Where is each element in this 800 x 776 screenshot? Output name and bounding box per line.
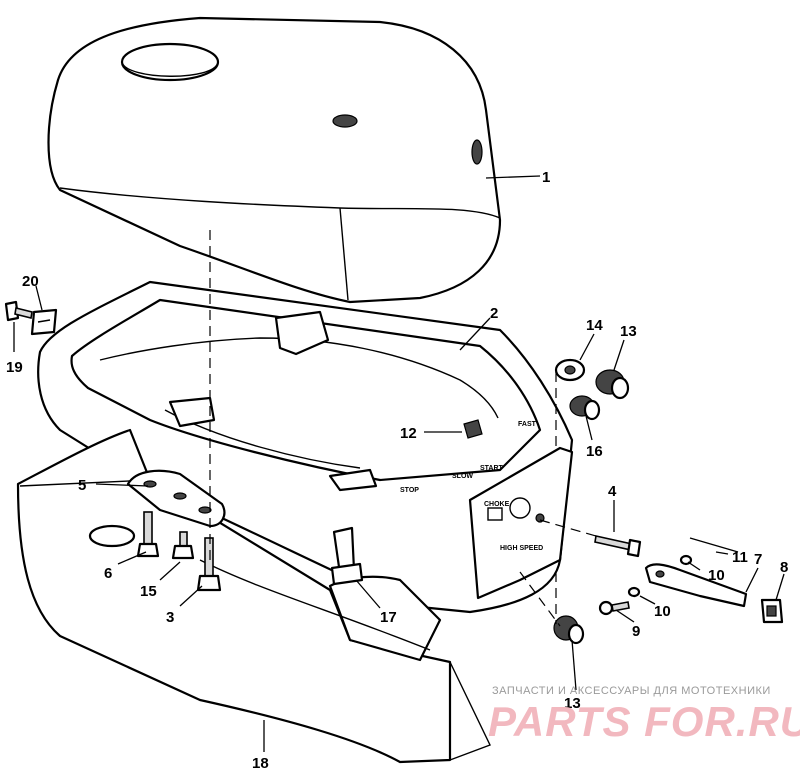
- callout-10-lower: 10: [654, 603, 671, 620]
- lever-7: [644, 563, 748, 608]
- screw-3: [196, 537, 222, 592]
- callout-4: 4: [608, 483, 617, 500]
- callout-13-bottom: 13: [564, 695, 581, 712]
- alignment-line-screw: [539, 519, 597, 537]
- screw-19: [4, 300, 33, 322]
- alignment-line-bottom-knob: [519, 571, 561, 627]
- callout-12: 12: [400, 425, 417, 442]
- pin-11: [689, 537, 739, 553]
- panel-label-start: START: [480, 465, 504, 472]
- callout-3: 3: [166, 609, 174, 626]
- callout-20: 20: [22, 273, 39, 290]
- callout-6: 6: [104, 565, 112, 582]
- callout-13-top: 13: [620, 323, 637, 340]
- clip-8: [760, 598, 784, 624]
- watermark: ЗАПЧАСТИ И АКСЕССУАРЫ ДЛЯ МОТОТЕХНИКИ PA…: [488, 685, 800, 745]
- callout-9: 9: [632, 623, 640, 640]
- knob-13-top: [595, 369, 630, 400]
- callout-8: 8: [780, 559, 788, 576]
- callout-18: 18: [252, 755, 269, 772]
- clip-17: [330, 526, 364, 586]
- panel-label-slow: SLOW: [452, 473, 473, 480]
- part-12: [463, 419, 483, 439]
- screw-15: [171, 531, 195, 560]
- watermark-tagline: ЗАПЧАСТИ И АКСЕССУАРЫ ДЛЯ МОТОТЕХНИКИ: [492, 685, 771, 697]
- lower-pan: CHOKE HIGH SPEED SLOW START STOP FAST: [37, 280, 574, 614]
- plate-20: [30, 308, 58, 336]
- callout-11: 11: [732, 549, 748, 566]
- panel-label-high-speed: HIGH SPEED: [500, 545, 543, 552]
- screw-9: [598, 600, 630, 616]
- knob-16: [569, 395, 601, 421]
- callout-10-upper: 10: [708, 567, 725, 584]
- callout-7: 7: [754, 551, 762, 568]
- callout-5: 5: [78, 477, 86, 494]
- engine-hood: [47, 16, 502, 304]
- side-panel: [16, 428, 491, 764]
- panel-label-choke: CHOKE: [484, 501, 510, 508]
- washer-14: [554, 358, 586, 382]
- callout-14: 14: [586, 317, 603, 334]
- callout-labels: 1 2 3 4 5 6 7 8 9 10 10 11 12 13 13 14 1…: [6, 169, 788, 772]
- watermark-logo: PARTS FOR.RU: [488, 698, 800, 745]
- knob-13-bottom: [553, 615, 585, 645]
- callout-17: 17: [380, 609, 397, 626]
- callout-19: 19: [6, 359, 23, 376]
- leader-lines: [13, 175, 785, 752]
- callout-2: 2: [490, 305, 498, 322]
- panel-label-stop: STOP: [400, 487, 419, 494]
- panel-label-fast: FAST: [518, 421, 537, 428]
- washer-10-lower: [627, 586, 641, 598]
- callout-15: 15: [140, 583, 157, 600]
- callout-16: 16: [586, 443, 603, 460]
- screw-4: [594, 535, 642, 558]
- callout-1: 1: [542, 169, 550, 186]
